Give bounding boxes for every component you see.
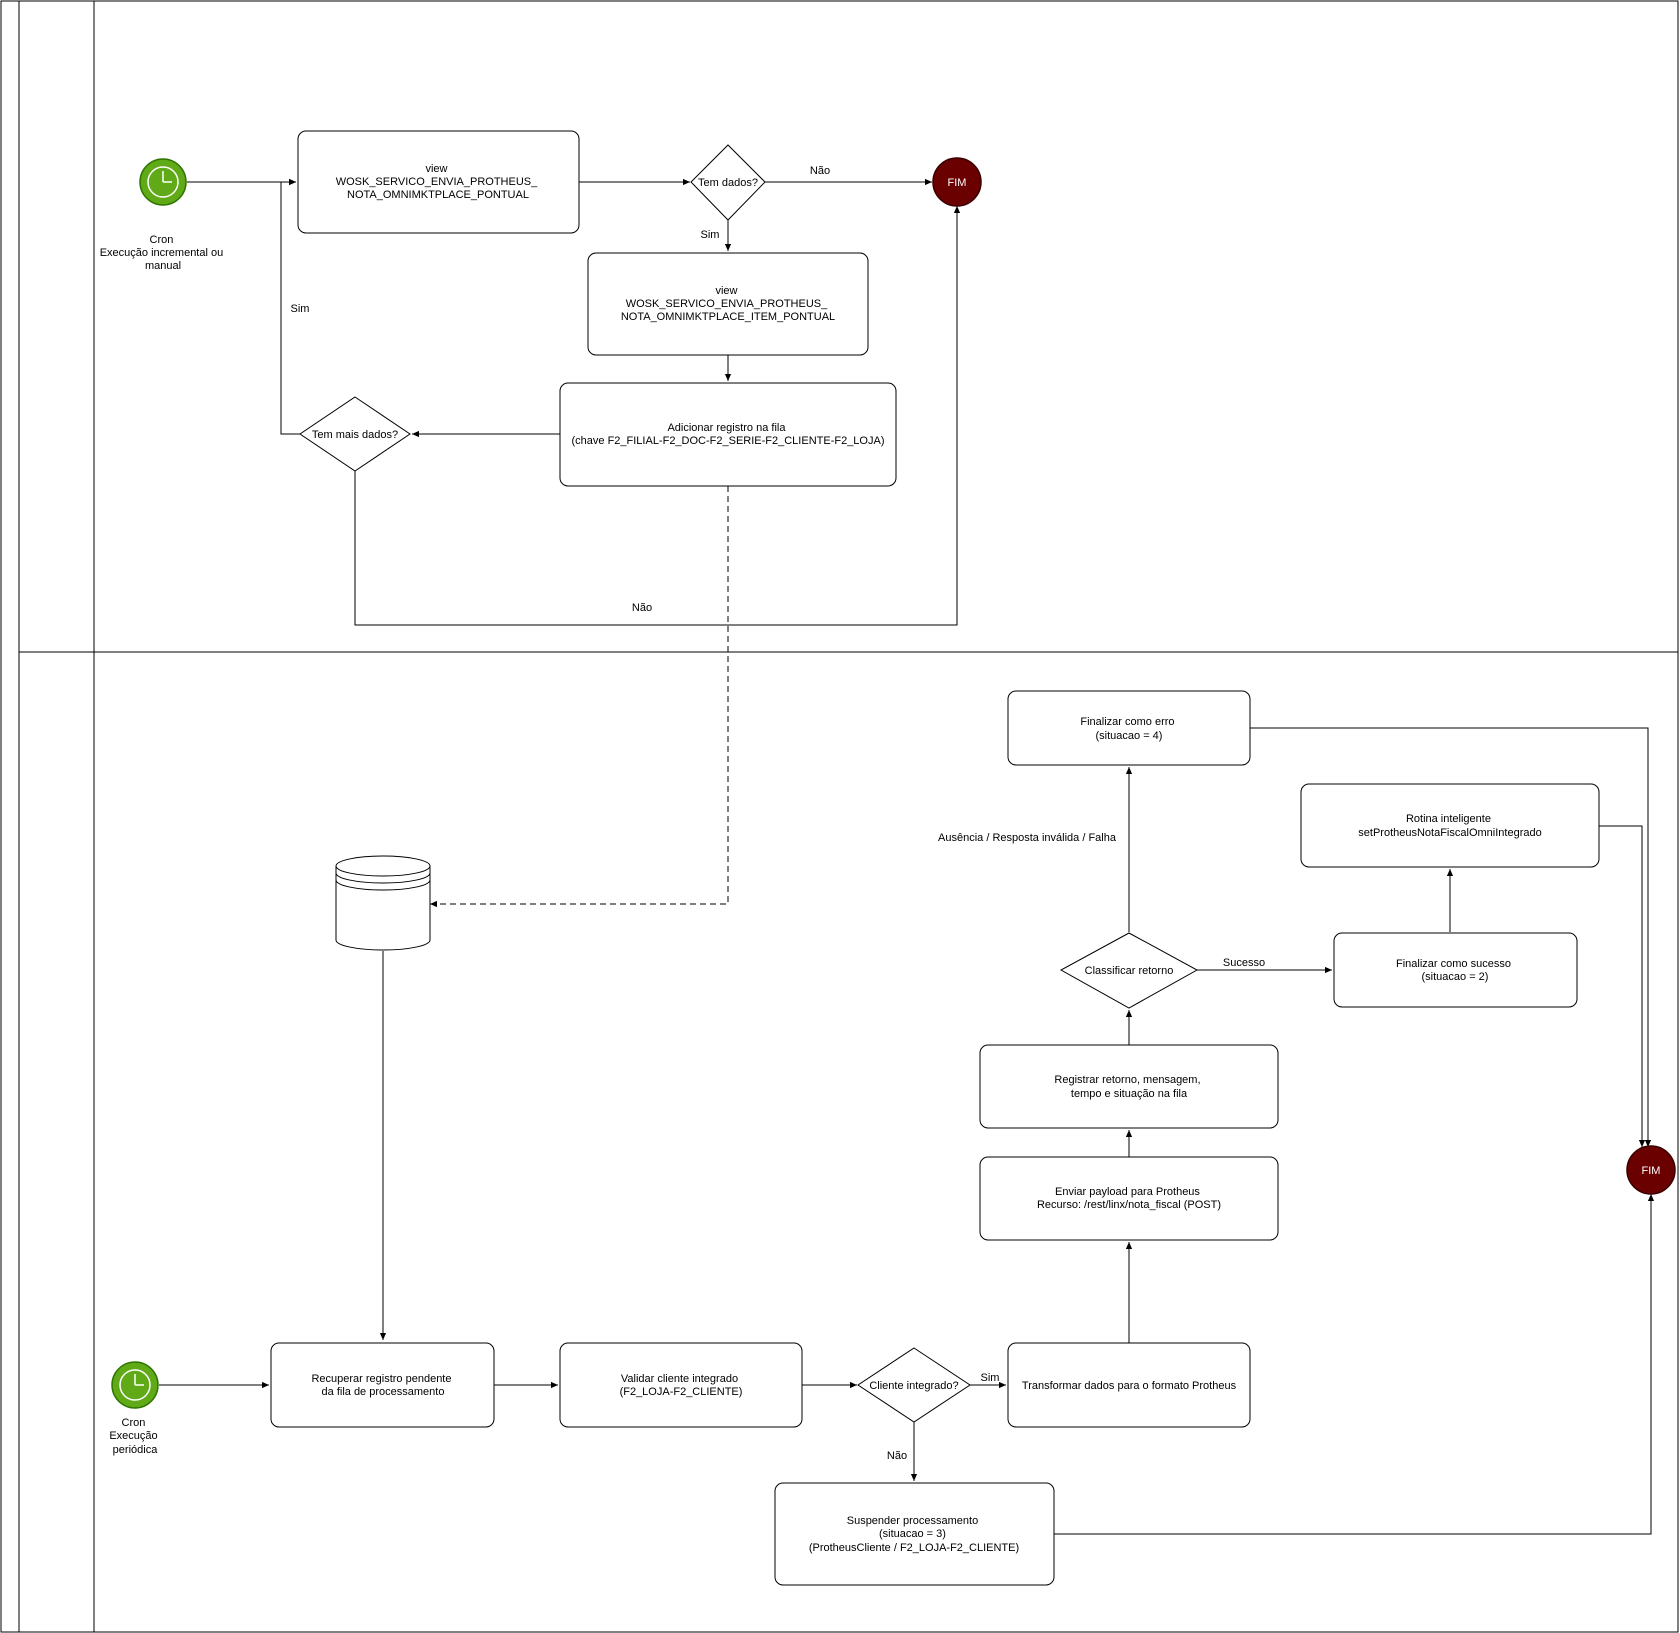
lane2-edges (159, 727, 1655, 1535)
stop-circle (932, 157, 982, 207)
adicionar-task: Adicionar registro na fila (chave F2_FIL… (559, 382, 897, 487)
finalizar-sucesso-task: Finalizar como sucesso (situacao = 2) (1333, 932, 1578, 1008)
view-item-label: view WOSK_SERVICO_ENVIA_PROTHEUS_ NOTA_O… (621, 285, 835, 323)
edge-rotina-to-fim (1599, 825, 1646, 1147)
database-icon (335, 855, 431, 951)
cliente-integrado-gateway: Cliente integrado? (857, 1347, 971, 1423)
end-event-2: FIM (1626, 1145, 1676, 1195)
edge-label-nao-top: Não (810, 165, 830, 177)
tem-dados-label: Tem dados? (698, 177, 758, 189)
validar-label: Validar cliente integrado (F2_LOJA-F2_CL… (620, 1373, 743, 1398)
view-item-task: view WOSK_SERVICO_ENVIA_PROTHEUS_ NOTA_O… (587, 252, 869, 356)
edge-label-sim: Sim (981, 1372, 1000, 1384)
view-nota-label: view WOSK_SERVICO_ENVIA_PROTHEUS_ NOTA_O… (336, 163, 541, 201)
finalizar-erro-label: Finalizar como erro (situacao = 4) (1080, 716, 1177, 742)
tem-dados-gateway: Tem dados? (690, 144, 766, 221)
end-event-1-label: FIM (948, 177, 967, 189)
rotina-task: Rotina inteligente setProtheusNotaFiscal… (1300, 783, 1600, 868)
suspender-task: Suspender processamento (situacao = 3) (… (774, 1482, 1055, 1586)
registrar-task: Registrar retorno, mensagem, tempo e sit… (979, 1044, 1279, 1129)
edge-label-sim-down: Sim (701, 229, 720, 241)
adicionar-label: Adicionar registro na fila (chave F2_FIL… (572, 422, 885, 447)
suspender-label: Suspender processamento (situacao = 3) (… (809, 1515, 1019, 1554)
transformar-label: Transformar dados para o formato Protheu… (1022, 1380, 1237, 1392)
finalizar-sucesso-label: Finalizar como sucesso (situacao = 2) (1396, 958, 1514, 983)
tem-mais-dados-gateway: Tem mais dados? (299, 396, 411, 472)
clock-icon (147, 166, 179, 198)
edge-label-nao: Não (887, 1450, 907, 1462)
start-event-1-label: Cron Execução incremental ou manual (100, 234, 227, 272)
edge-adicionar-to-datastore (430, 486, 729, 908)
clock-icon (119, 1369, 151, 1401)
datastore (335, 855, 431, 951)
edge-label-ausencia: Ausência / Resposta inválida / Falha (938, 832, 1117, 844)
stop-circle (1626, 1145, 1676, 1195)
enviar-label: Enviar payload para Protheus Recurso: /r… (1037, 1186, 1221, 1211)
edge-erro-to-fim (1249, 727, 1652, 1147)
end-event-1: FIM (932, 157, 982, 207)
start-event-2-label: Cron Execução periódica (109, 1417, 160, 1456)
recuperar-label: Recuperar registro pendente da fila de p… (311, 1373, 454, 1398)
start-event-2: Cron Execução periódica (109, 1361, 160, 1456)
view-nota-task: view WOSK_SERVICO_ENVIA_PROTHEUS_ NOTA_O… (297, 130, 580, 234)
tem-mais-label: Tem mais dados? (312, 429, 398, 441)
start-event-1: Cron Execução incremental ou manual (100, 158, 227, 272)
rotina-label: Rotina inteligente setProtheusNotaFiscal… (1358, 813, 1541, 839)
validar-task: Validar cliente integrado (F2_LOJA-F2_CL… (559, 1342, 803, 1428)
edge-label-sim-loop: Sim (291, 303, 310, 315)
classificar-label: Classificar retorno (1085, 965, 1174, 977)
edge-label-nao-bottom: Não (632, 602, 652, 614)
recuperar-task: Recuperar registro pendente da fila de p… (270, 1342, 495, 1428)
edge-temmais-nao-fim (354, 206, 961, 626)
finalizar-erro-task: Finalizar como erro (situacao = 4) (1007, 690, 1251, 766)
registrar-label: Registrar retorno, mensagem, tempo e sit… (1054, 1074, 1203, 1100)
edge-suspender-to-fim (1054, 1194, 1655, 1535)
edge-label-sucesso: Sucesso (1223, 957, 1265, 969)
cliente-integrado-label: Cliente integrado? (869, 1380, 958, 1392)
transformar-task: Transformar dados para o formato Protheu… (1007, 1342, 1251, 1428)
end-event-2-label: FIM (1642, 1165, 1661, 1177)
classificar-gateway: Classificar retorno (1059, 932, 1199, 1009)
enviar-task: Enviar payload para Protheus Recurso: /r… (979, 1156, 1279, 1241)
lane1-edges (187, 178, 961, 908)
edge-temmais-sim-loop (280, 178, 300, 435)
